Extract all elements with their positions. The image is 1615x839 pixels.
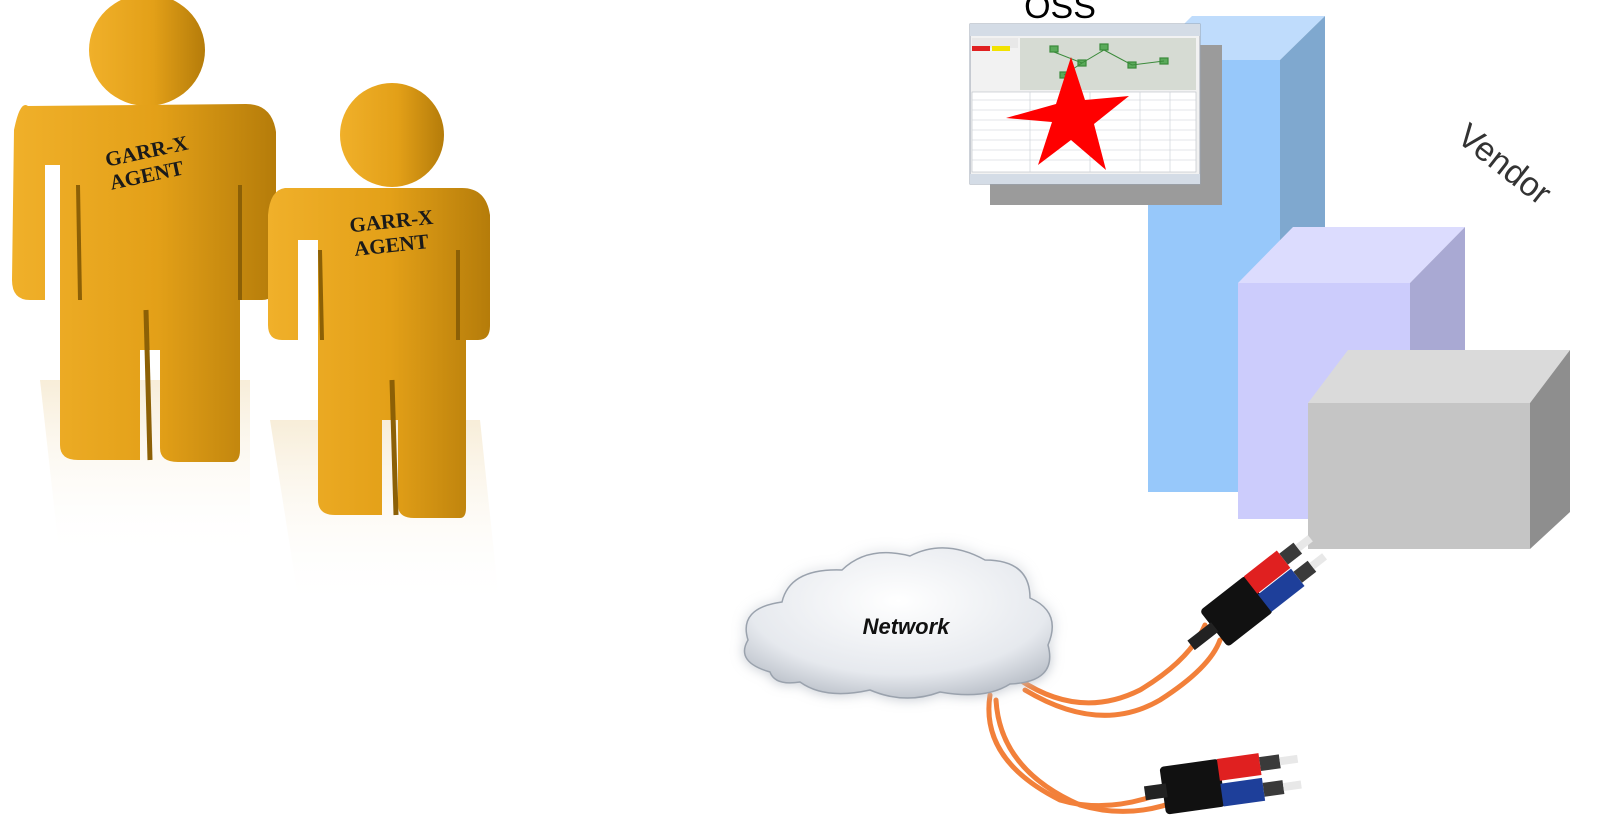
fiber-cables: [986, 622, 1223, 814]
oss-screenshot: OSS: [969, 0, 1222, 205]
vendor-label: Vendor: [1450, 116, 1558, 212]
agent-figure-2: GARR-X AGENT: [268, 83, 500, 610]
fiber-connector-top: [1187, 535, 1328, 651]
fiber-connector-bottom: [1143, 753, 1302, 815]
network-label: Network: [863, 614, 952, 639]
network-cloud: [743, 547, 1053, 699]
server-gray: [1308, 350, 1570, 549]
agent-figure-1: GARR-X AGENT: [12, 0, 276, 560]
oss-label: OSS: [1024, 0, 1096, 26]
alarm-star-icon: [1006, 57, 1129, 170]
